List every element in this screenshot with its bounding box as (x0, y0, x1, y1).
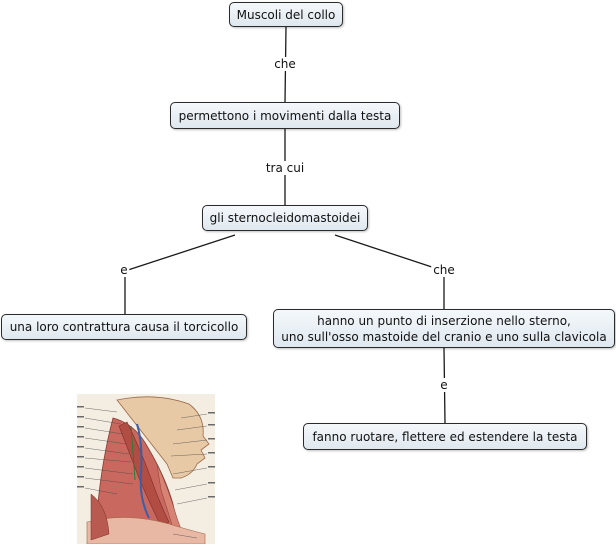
node-label-line2: uno sull'osso mastoide del cranio e uno … (281, 329, 607, 344)
link-label-che-2: che (431, 263, 457, 277)
node-muscoli-del-collo[interactable]: Muscoli del collo (229, 2, 343, 27)
line-scm-insertion-a (334, 234, 445, 272)
link-label-che-1: che (272, 57, 298, 71)
neck-anatomy-illustration (77, 394, 215, 544)
node-label: Muscoli del collo (236, 7, 336, 22)
node-label: una loro contrattura causa il torcicollo (9, 320, 239, 334)
line-scm-torticollis-a (124, 234, 236, 272)
link-label-tra-cui: tra cui (263, 161, 307, 175)
node-label: fanno ruotare, flettere ed estendere la … (312, 429, 578, 444)
link-label-e-2: e (438, 378, 450, 392)
node-label-line1: hanno un punto di inserzione nello stern… (317, 313, 571, 328)
link-label-e-1: e (118, 263, 130, 277)
node-permettono-movimenti[interactable]: permettono i movimenti dalla testa (170, 102, 400, 129)
node-label: permettono i movimenti dalla testa (178, 108, 392, 123)
node-sternocleidomastoidei[interactable]: gli sternocleidomastoidei (202, 205, 368, 231)
node-torcicollo[interactable]: una loro contrattura causa il torcicollo (1, 314, 247, 340)
node-inserzione[interactable]: hanno un punto di inserzione nello stern… (273, 309, 615, 348)
node-fanno-ruotare[interactable]: fanno ruotare, flettere ed estendere la … (303, 423, 587, 450)
node-label: gli sternocleidomastoidei (209, 211, 361, 225)
